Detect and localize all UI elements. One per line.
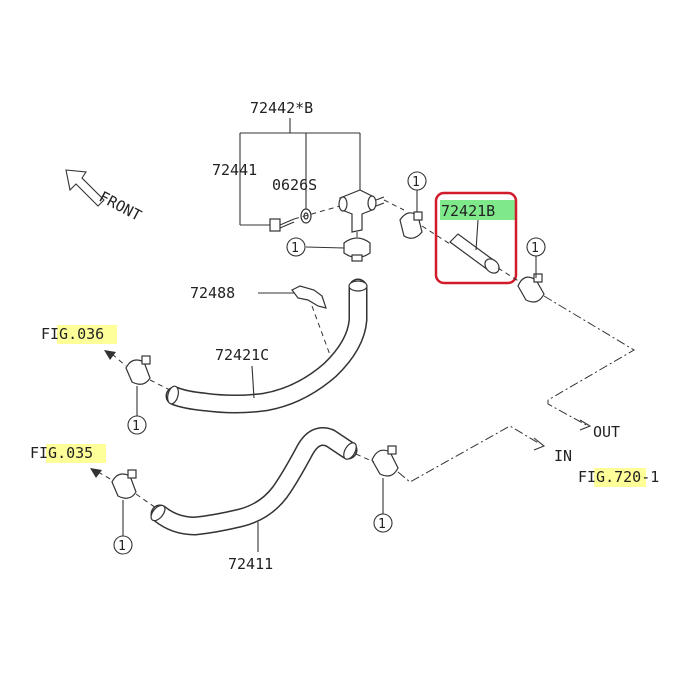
svg-text:1: 1 xyxy=(132,419,140,434)
part-label-72421c: 72421C xyxy=(215,346,269,364)
hose-clamp-icon xyxy=(111,469,137,499)
hose-clamp-icon xyxy=(399,211,423,239)
bracket-72442b xyxy=(239,118,361,226)
arrow-icon xyxy=(90,468,102,478)
arrow-up-left-icon xyxy=(65,169,105,207)
highlight-fig035 xyxy=(46,444,106,463)
out-label: OUT xyxy=(593,423,620,441)
callout-1: 1 xyxy=(526,237,546,257)
callout-1: 1 xyxy=(407,171,427,191)
svg-text:1: 1 xyxy=(378,517,386,532)
part-label-72441: 72441 xyxy=(212,161,257,179)
hose-72421b[interactable] xyxy=(449,219,502,276)
part-label-72442b: 72442*B xyxy=(250,99,313,117)
t-fitting-icon xyxy=(338,189,385,233)
highlight-fig720 xyxy=(594,468,646,487)
fig-ref-036[interactable]: FIG.036 xyxy=(41,325,104,343)
bolt-icon xyxy=(269,218,295,232)
callout-1: 1 xyxy=(373,513,393,533)
callout-1: 1 xyxy=(127,415,147,435)
svg-text:1: 1 xyxy=(412,175,420,190)
arrow-icon xyxy=(104,350,116,360)
svg-text:1: 1 xyxy=(291,241,299,256)
fig-ref-720[interactable]: FIG.720-1 xyxy=(578,468,659,486)
in-label: IN xyxy=(554,447,572,465)
highlight-group xyxy=(46,200,646,487)
part-label-72488: 72488 xyxy=(190,284,235,302)
hose-clamp-icon xyxy=(371,445,399,477)
svg-text:1: 1 xyxy=(118,539,126,554)
bracket-72488-icon xyxy=(291,285,327,309)
hose-clamp-icon xyxy=(517,273,545,303)
hose-72411[interactable] xyxy=(148,427,358,536)
highlight-fig036 xyxy=(57,325,117,344)
part-label-0626s: 0626S xyxy=(272,176,317,194)
svg-text:1: 1 xyxy=(531,241,539,256)
fig-ref-035[interactable]: FIG.035 xyxy=(30,444,93,462)
hose-clamp-icon xyxy=(343,237,371,262)
highlight-72421b xyxy=(440,200,515,220)
part-label-72411: 72411 xyxy=(228,555,273,573)
callout-1: 1 xyxy=(113,535,133,555)
part-label-72421b[interactable]: 72421B xyxy=(441,202,495,220)
selection-box-72421b[interactable] xyxy=(434,191,518,285)
callout-1: 1 xyxy=(286,237,306,257)
front-label: FRONT xyxy=(96,188,144,225)
hose-72421c[interactable] xyxy=(165,278,368,414)
hose-clamp-icon xyxy=(125,355,151,385)
